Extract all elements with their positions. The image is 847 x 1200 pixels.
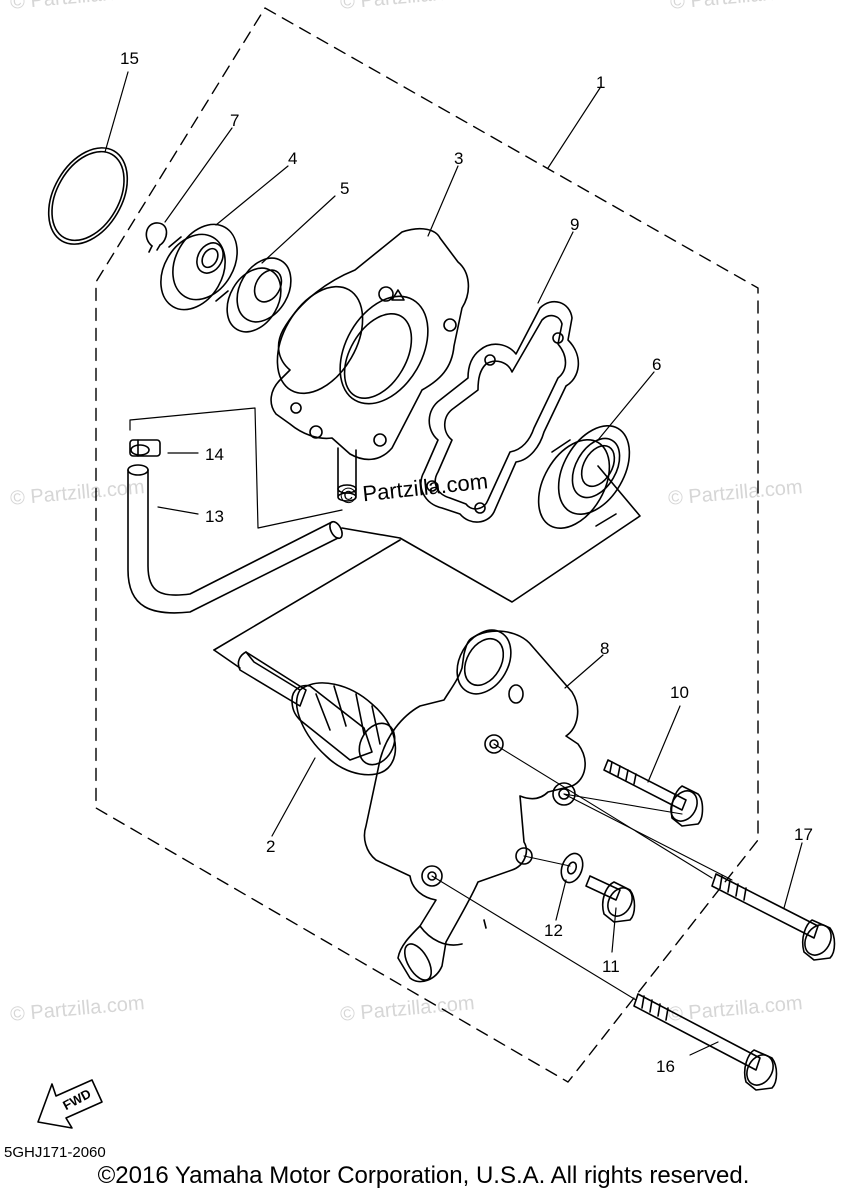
callout-6: 6 (652, 355, 662, 374)
callout-1: 1 (596, 73, 606, 92)
hose-clamp-14 (129, 439, 161, 457)
oil-seal-5 (226, 257, 292, 333)
gasket-9 (420, 300, 580, 523)
bearing-4 (160, 223, 238, 311)
leader-lines (104, 71, 803, 1056)
bolt-10 (603, 759, 704, 827)
bolt-17 (711, 873, 836, 961)
callout-2: 2 (266, 837, 276, 856)
mechanical-seal-6 (341, 425, 641, 603)
callout-12: 12 (544, 921, 563, 940)
fwd-arrow-icon (37, 1079, 103, 1129)
callout-15: 15 (120, 49, 139, 68)
copyright-notice: ©2016 Yamaha Motor Corporation, U.S.A. A… (97, 1162, 750, 1189)
callout-13: 13 (205, 507, 224, 526)
callout-7: 7 (230, 111, 240, 130)
callout-4: 4 (288, 149, 298, 168)
callout-5: 5 (340, 179, 350, 198)
assembly-boundary-dashed (95, 7, 759, 1083)
hose-13 (127, 464, 343, 614)
callout-3: 3 (454, 149, 464, 168)
plate-code: 5GHJ171-2060 (4, 1144, 106, 1161)
callout-10: 10 (670, 683, 689, 702)
callout-8: 8 (600, 639, 610, 658)
o-ring-15 (47, 147, 129, 245)
callout-14: 14 (205, 445, 224, 464)
callout-17: 17 (794, 825, 813, 844)
fastener-leader-lines (431, 743, 733, 1001)
impeller-shaft-2 (213, 539, 401, 776)
pump-body-8 (363, 629, 586, 983)
bolt-16 (633, 993, 778, 1091)
water-pump-housing-3 (270, 227, 470, 502)
bolt-11 (585, 875, 636, 923)
callout-9: 9 (570, 215, 580, 234)
circlip-7 (145, 222, 168, 253)
washer-12 (560, 852, 584, 884)
callout-16: 16 (656, 1057, 675, 1076)
callout-11: 11 (602, 957, 620, 976)
